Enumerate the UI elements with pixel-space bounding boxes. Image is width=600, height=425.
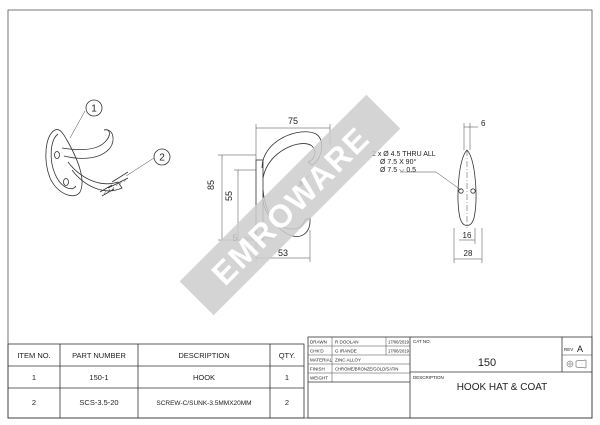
bom-header-qty: QTY. xyxy=(279,351,296,360)
bom-row1-description: HOOK xyxy=(193,373,215,382)
dim-6: 6 xyxy=(481,119,486,128)
bom-header-part: PART NUMBER xyxy=(72,351,126,360)
bom-table xyxy=(7,343,305,419)
tb-description: HOOK HAT & COAT xyxy=(457,382,548,393)
tb-finish-label: FINISH xyxy=(310,367,325,372)
tb-drawn-label: DRAWN xyxy=(310,340,327,345)
tb-drawn-date: 17/06/2019 xyxy=(388,340,410,345)
bom-row1-item: 1 xyxy=(32,373,36,382)
title-block xyxy=(307,336,593,419)
svg-text:EMROWARE: EMROWARE xyxy=(204,119,377,292)
tb-material-label: MATERIAL xyxy=(310,358,333,363)
tb-rev: A xyxy=(577,344,583,354)
dim-16: 16 xyxy=(463,231,472,240)
bom-row2-item: 2 xyxy=(32,398,36,407)
hole-callout-line3: Ø 7.5 ⌵ 0.5 xyxy=(380,167,416,174)
bom-row2-qty: 2 xyxy=(285,398,289,407)
dim-55: 55 xyxy=(224,191,234,201)
bom-row1-part: 150-1 xyxy=(89,373,108,382)
dim-85: 85 xyxy=(206,180,216,190)
tb-rev-label: REV xyxy=(564,347,573,352)
hole-callout-line1: 2 x Ø 4.5 THRU ALL xyxy=(372,151,436,158)
tb-checked-label: CHK'D xyxy=(310,349,324,354)
tb-cat-no: 150 xyxy=(478,357,496,369)
bom-header-item: ITEM NO. xyxy=(17,351,50,360)
bom-row1-qty: 1 xyxy=(285,373,289,382)
svg-text:1: 1 xyxy=(91,104,97,115)
balloon-2: 2 xyxy=(153,148,171,166)
dim-53: 53 xyxy=(278,248,288,258)
dim-75: 75 xyxy=(288,116,298,126)
tb-weight-label: WEIGHT xyxy=(310,376,328,381)
front-view xyxy=(400,123,483,263)
dim-28: 28 xyxy=(464,249,473,258)
tb-cat-no-label: CAT NO. xyxy=(413,339,431,344)
hole-callout-line2: Ø 7.5 X 90° xyxy=(380,158,416,166)
svg-text:2: 2 xyxy=(159,153,165,164)
isometric-view xyxy=(45,110,155,197)
tb-checked-date: 17/06/2019 xyxy=(388,349,410,354)
tb-description-label: DESCRIPTION xyxy=(413,375,444,380)
bom-header-description: DESCRIPTION xyxy=(178,351,229,360)
tb-checked-value: G IRANDE xyxy=(335,349,357,354)
tb-drawn-value: R DOOLAN xyxy=(335,340,359,345)
bom-row2-part: SCS-3.5-20 xyxy=(79,398,118,407)
bom-row2-description: SCREW-C/SUNK-3.5MMX20MM xyxy=(156,400,251,407)
balloon-1: 1 xyxy=(85,99,103,117)
tb-finish-value: CHROME/BRONZE/GOLD/SATIN xyxy=(335,367,398,372)
tb-material-value: ZINC ALLOY xyxy=(335,358,361,363)
